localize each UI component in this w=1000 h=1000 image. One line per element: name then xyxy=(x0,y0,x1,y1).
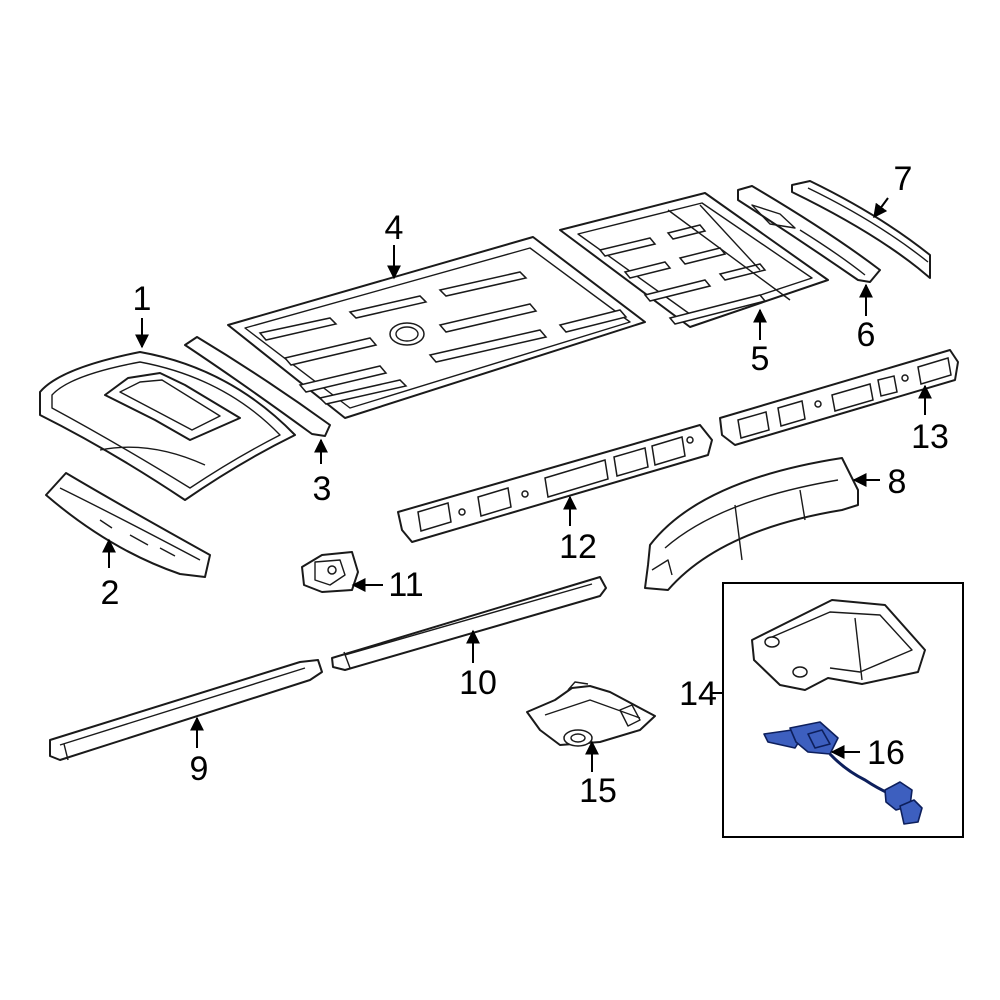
rear-roof-rail-reinforcement-part xyxy=(719,349,959,446)
inset-box-14 xyxy=(722,582,964,838)
callout-labels: 1 2 3 4 5 6 7 8 9 10 11 12 13 14 15 16 xyxy=(101,160,949,810)
front-roof-panel-part xyxy=(39,351,296,501)
rear-side-rail-part xyxy=(331,576,607,671)
front-side-rail-part xyxy=(49,659,323,761)
callout-1: 1 xyxy=(133,280,152,318)
callout-8: 8 xyxy=(888,463,907,501)
rear-header-part xyxy=(791,180,931,279)
callout-7: 7 xyxy=(894,160,913,198)
front-roof-rail-reinforcement-part xyxy=(397,424,713,543)
leader-lines xyxy=(102,197,932,772)
callout-12: 12 xyxy=(559,528,597,566)
callout-13: 13 xyxy=(911,418,949,456)
callout-16: 16 xyxy=(867,734,905,772)
roof-bracket-part xyxy=(301,551,359,593)
front-header-part xyxy=(45,472,211,578)
callout-15: 15 xyxy=(579,772,617,810)
front-bow-strip-part xyxy=(184,336,331,437)
callout-9: 9 xyxy=(190,750,209,788)
callout-2: 2 xyxy=(101,574,120,612)
leader-7 xyxy=(873,197,889,219)
rear-roof-panel-part xyxy=(559,192,829,328)
rear-side-panel-part xyxy=(644,457,859,591)
bracket-assembly-part xyxy=(526,681,656,747)
callout-3: 3 xyxy=(313,470,332,508)
callout-5: 5 xyxy=(751,340,770,378)
module-cover-part xyxy=(751,599,926,691)
callout-6: 6 xyxy=(857,316,876,354)
callout-10: 10 xyxy=(459,664,497,702)
callout-4: 4 xyxy=(385,209,404,247)
wiring-harness-16-part xyxy=(763,721,923,825)
callout-14: 14 xyxy=(679,675,717,713)
center-roof-panel-part xyxy=(227,236,646,419)
rear-bow-part xyxy=(737,185,881,283)
callout-11: 11 xyxy=(388,566,423,604)
